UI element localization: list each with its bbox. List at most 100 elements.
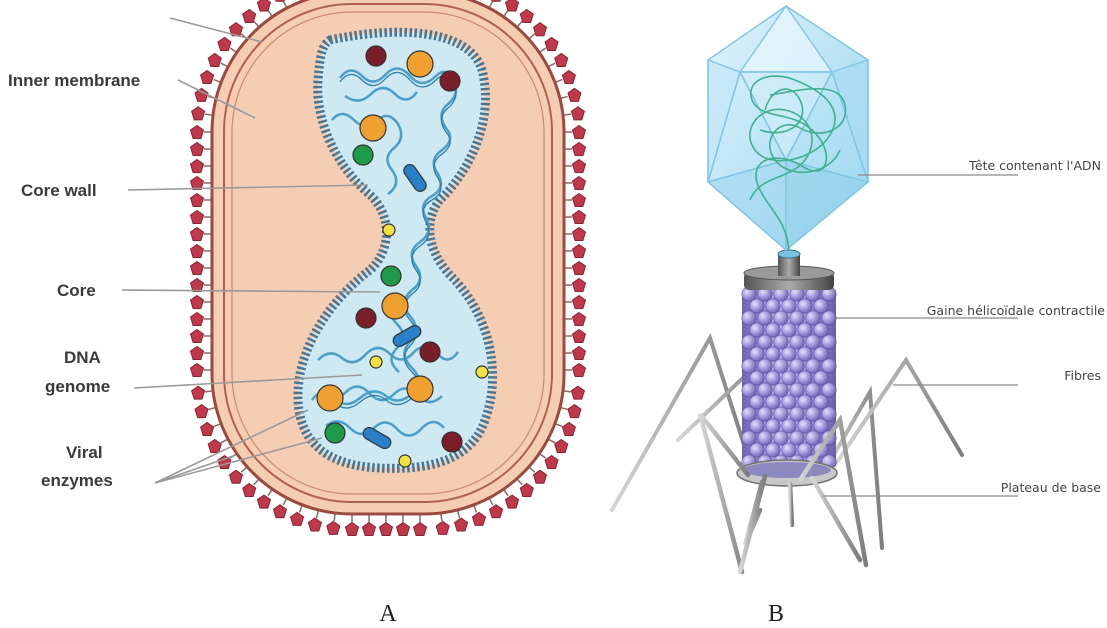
sheath-subunit xyxy=(774,311,788,325)
sheath-subunit xyxy=(798,419,812,433)
capsomere-spike xyxy=(573,364,586,377)
sheath-subunit xyxy=(774,431,788,445)
capsomere-spike xyxy=(414,523,427,536)
capsomere-spike xyxy=(573,330,586,343)
enzyme-orange xyxy=(360,115,386,141)
capsomere-spike xyxy=(257,495,270,508)
sheath-subunit xyxy=(806,431,820,445)
capsomere-spike xyxy=(191,245,204,258)
label-head: Tête contenant l'ADN xyxy=(968,158,1101,173)
capsomere-spike xyxy=(573,313,586,326)
capsomere-spike xyxy=(327,521,340,534)
capsomere-spike xyxy=(555,440,568,453)
capsomere-spike xyxy=(555,53,568,66)
enzyme-orange xyxy=(317,385,343,411)
sheath-subunit xyxy=(750,323,764,337)
sheath-subunit xyxy=(806,359,820,373)
capsomere-spike xyxy=(191,262,204,275)
sheath-subunit xyxy=(798,347,812,361)
panel-a-vaccinia-virus: Inner membrane Core wall Core DNA genome… xyxy=(8,0,586,627)
neck-top xyxy=(778,250,800,258)
enzyme-orange xyxy=(382,293,408,319)
sheath-subunit xyxy=(782,299,796,313)
sheath-subunit xyxy=(750,443,764,457)
sheath-subunit xyxy=(766,395,780,409)
sheath-subunit xyxy=(766,347,780,361)
sheath-subunit xyxy=(782,443,796,457)
capsomere-spike xyxy=(308,518,321,531)
capsomere-spike xyxy=(562,71,575,84)
enzyme-green xyxy=(325,423,345,443)
sheath-subunit xyxy=(742,431,756,445)
capsomere-spike xyxy=(191,279,204,292)
sheath-subunit xyxy=(814,371,828,385)
capsomere-spike xyxy=(545,456,558,469)
capsomere-spike xyxy=(573,296,586,309)
sheath-subunit xyxy=(742,383,756,397)
sheath-subunit xyxy=(750,395,764,409)
sheath-subunit xyxy=(814,323,828,337)
enzyme-maroon xyxy=(442,432,462,452)
sheath-subunit xyxy=(750,419,764,433)
capsomere-spike xyxy=(192,107,205,120)
capsomere-spike xyxy=(573,177,586,190)
sheath-subunit xyxy=(766,323,780,337)
capsomere-spike xyxy=(191,194,204,207)
sheath-subunit xyxy=(806,407,820,421)
enzyme-green xyxy=(381,266,401,286)
capsomere-spike xyxy=(191,296,204,309)
label-baseplate: Plateau de base xyxy=(1001,480,1102,495)
sheath-subunit xyxy=(774,335,788,349)
enzyme-yellow xyxy=(476,366,488,378)
sheath-subunit xyxy=(766,299,780,313)
sheath-subunit xyxy=(798,323,812,337)
panel-b-leader-lines xyxy=(823,175,1018,496)
label-sheath: Gaine hélicoïdale contractile xyxy=(927,303,1106,318)
baseplate-rim xyxy=(743,462,831,478)
capsomere-spike xyxy=(571,386,584,399)
enzyme-green xyxy=(353,145,373,165)
capsomere-spike xyxy=(191,143,204,156)
sheath-subunit xyxy=(766,443,780,457)
capsomere-spike xyxy=(562,422,575,435)
capsomere-spike xyxy=(229,470,242,483)
sheath-subunit xyxy=(790,335,804,349)
sheath-subunit xyxy=(750,371,764,385)
enzyme-maroon xyxy=(420,342,440,362)
capsomere-spike xyxy=(191,313,204,326)
enzyme-orange xyxy=(407,376,433,402)
enzyme-orange xyxy=(407,51,433,77)
panel-b-bacteriophage: Tête contenant l'ADN Gaine hélicoïdale c… xyxy=(612,6,1105,627)
sheath-subunit xyxy=(758,431,772,445)
capsomere-spike xyxy=(191,364,204,377)
sheath-subunit xyxy=(822,335,836,349)
sheath-subunit xyxy=(822,407,836,421)
sheath-subunit xyxy=(758,311,772,325)
sheath-subunit xyxy=(790,431,804,445)
sheath-subunit xyxy=(758,335,772,349)
capsomere-spike xyxy=(534,470,547,483)
caption-b: B xyxy=(768,601,784,627)
capsomere-spike xyxy=(490,505,503,518)
sheath-subunit xyxy=(774,359,788,373)
capsomere-spike xyxy=(201,422,214,435)
capsomere-spike xyxy=(573,160,586,173)
sheath-subunit xyxy=(790,311,804,325)
capsomere-spike xyxy=(506,0,519,11)
sheath-subunit xyxy=(822,311,836,325)
capsomere-spike xyxy=(573,126,586,139)
capsomere-spike xyxy=(573,143,586,156)
sheath-subunit xyxy=(782,323,796,337)
label-fibers: Fibres xyxy=(1064,368,1101,383)
sheath-subunit xyxy=(798,443,812,457)
sheath-subunit xyxy=(790,359,804,373)
capsomere-spike xyxy=(490,0,503,1)
capsomere-spike xyxy=(573,245,586,258)
caption-a: A xyxy=(379,601,397,627)
capsomere-spike xyxy=(243,484,256,497)
capsomere-spike xyxy=(436,521,449,534)
label-viral-line2: enzymes xyxy=(41,471,113,490)
label-viral-line1: Viral xyxy=(66,443,103,462)
sheath-subunit xyxy=(774,407,788,421)
